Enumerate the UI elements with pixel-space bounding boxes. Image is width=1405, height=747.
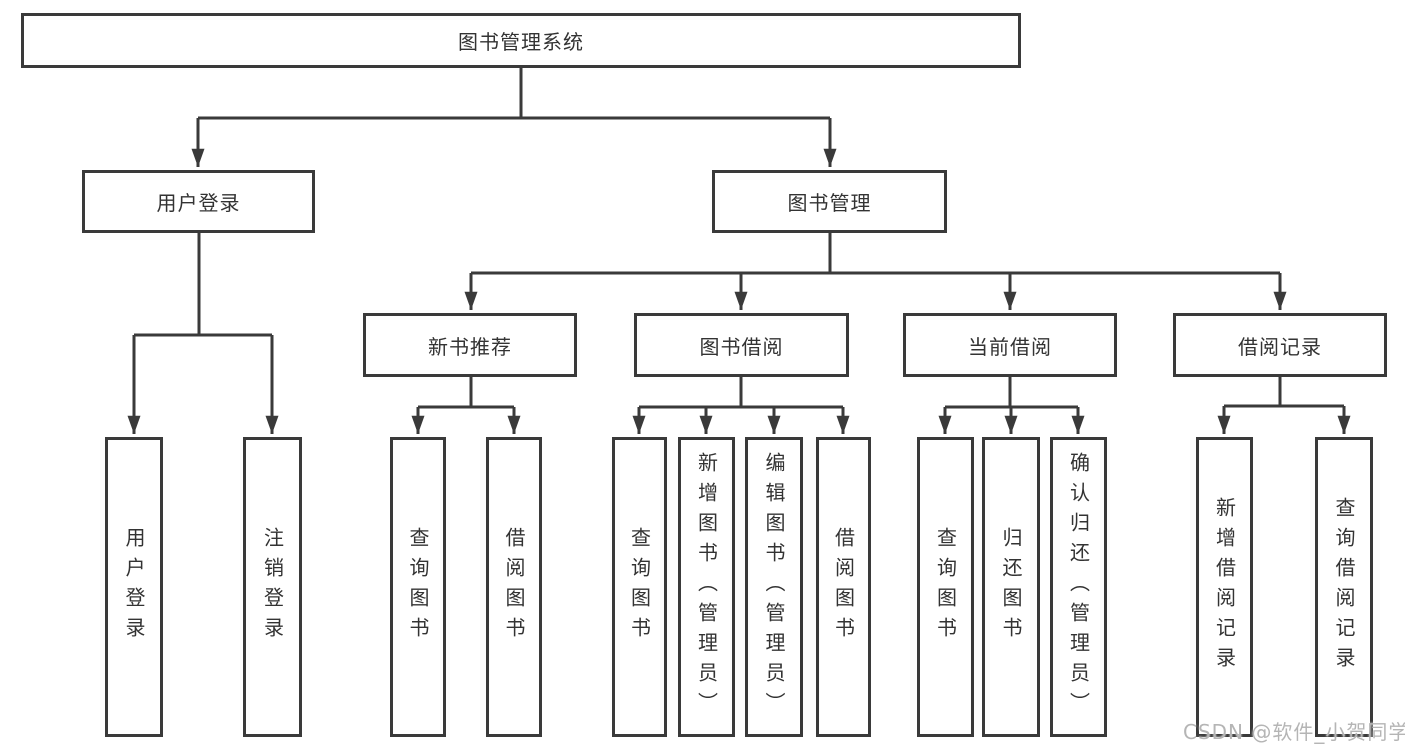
leaf-bb-borrow-book-label: 借阅图书 (831, 527, 856, 647)
leaf-bb-add-book-admin-label: 新增图书（管理员） (694, 452, 719, 722)
leaf-br-query-record: 查询借阅记录 (1315, 437, 1373, 737)
node-user-login: 用户登录 (82, 170, 315, 233)
leaf-nb-query-book-label: 查询图书 (406, 527, 430, 647)
leaf-cb-query-book-label: 查询图书 (933, 527, 958, 647)
leaf-cb-return-book: 归还图书 (982, 437, 1040, 737)
leaf-bb-query-book-label: 查询图书 (627, 527, 652, 647)
node-current-borrowing: 当前借阅 (903, 313, 1117, 377)
leaf-cb-query-book: 查询图书 (917, 437, 974, 737)
leaf-nb-query-book: 查询图书 (390, 437, 446, 737)
watermark: CSDN @软件_小贺同学 (1183, 720, 1405, 744)
leaf-nb-borrow-book: 借阅图书 (486, 437, 542, 737)
leaf-logout-label: 注销登录 (260, 527, 285, 647)
leaf-cb-return-book-label: 归还图书 (999, 527, 1023, 647)
leaf-cb-confirm-return-admin: 确认归还（管理员） (1050, 437, 1107, 737)
leaf-br-add-record-label: 新增借阅记录 (1212, 497, 1237, 677)
leaf-br-query-record-label: 查询借阅记录 (1332, 497, 1356, 677)
leaf-user-login-label: 用户登录 (122, 527, 146, 647)
leaf-logout: 注销登录 (243, 437, 302, 737)
node-book-management: 图书管理 (712, 170, 947, 233)
node-book-borrowing: 图书借阅 (634, 313, 849, 377)
node-new-book-recommend: 新书推荐 (363, 313, 577, 377)
leaf-cb-confirm-return-admin-label: 确认归还（管理员） (1066, 452, 1091, 722)
leaf-bb-edit-book-admin: 编辑图书（管理员） (745, 437, 803, 737)
leaf-br-add-record: 新增借阅记录 (1196, 437, 1253, 737)
leaf-nb-borrow-book-label: 借阅图书 (502, 527, 526, 647)
leaf-user-login: 用户登录 (105, 437, 163, 737)
leaf-bb-add-book-admin: 新增图书（管理员） (678, 437, 735, 737)
leaf-bb-borrow-book: 借阅图书 (816, 437, 871, 737)
node-borrowing-records: 借阅记录 (1173, 313, 1387, 377)
node-root: 图书管理系统 (21, 13, 1021, 68)
leaf-bb-edit-book-admin-label: 编辑图书（管理员） (762, 452, 786, 722)
leaf-bb-query-book: 查询图书 (612, 437, 667, 737)
